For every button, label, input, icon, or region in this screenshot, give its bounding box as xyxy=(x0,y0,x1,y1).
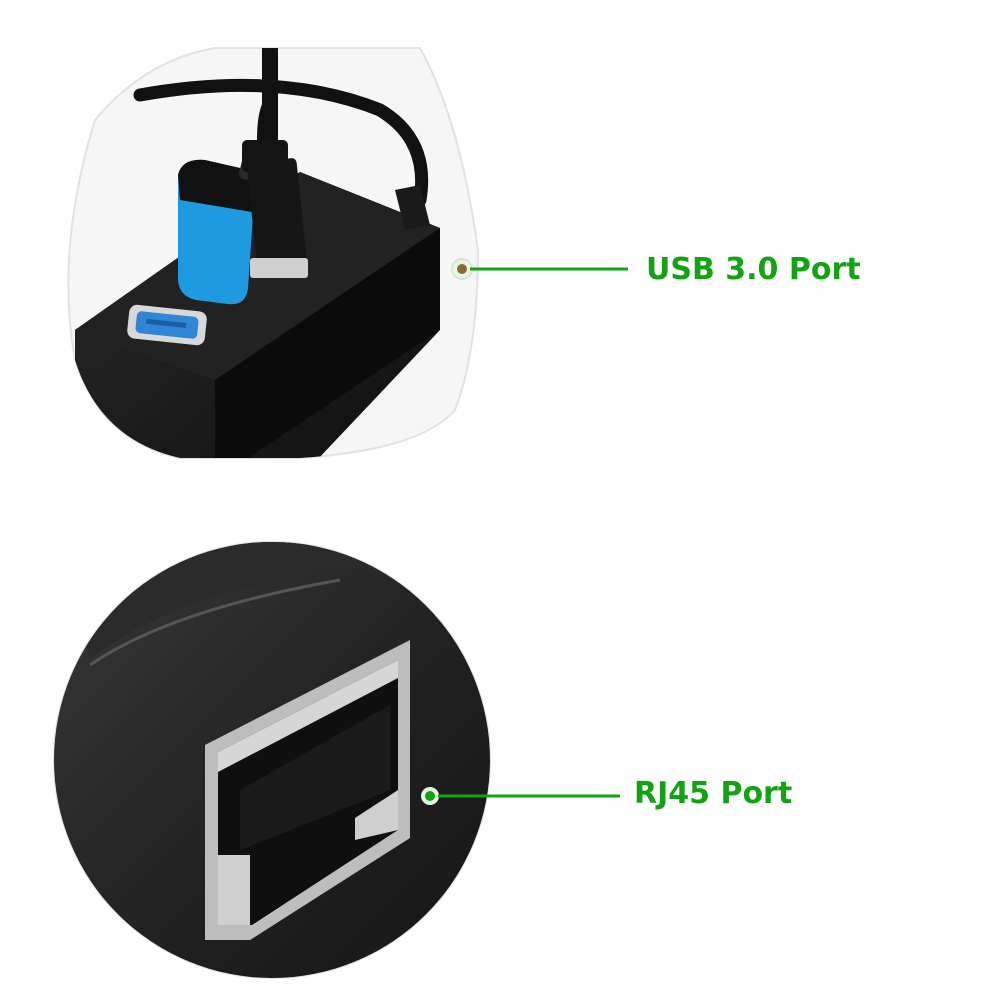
ethernet-port-icon xyxy=(205,640,410,940)
rj45-port-label: RJ45 Port xyxy=(634,776,793,811)
usb-port-label: USB 3.0 Port xyxy=(646,252,861,287)
usb-port-icon xyxy=(127,304,207,346)
rj45-closeup xyxy=(53,541,620,979)
usb-hub-closeup xyxy=(67,47,628,459)
